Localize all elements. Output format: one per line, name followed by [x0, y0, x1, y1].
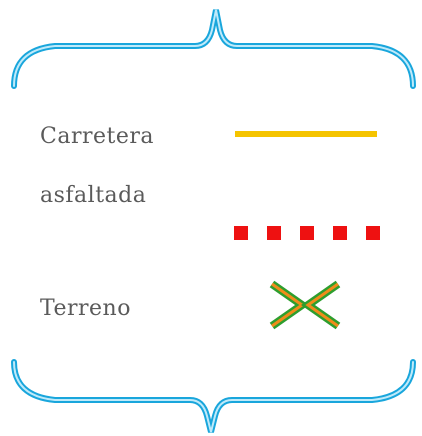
terrain-cross-icon: [269, 280, 341, 330]
bottom-brace: [11, 359, 416, 433]
dashed-line-symbol: [234, 226, 380, 240]
legend-label-road: Carretera: [40, 124, 154, 149]
legend-label-terrain: Terreno: [40, 296, 131, 321]
top-brace: [11, 9, 416, 89]
legend-label-asphalt: asfaltada: [40, 183, 147, 208]
road-line-symbol: [235, 131, 377, 137]
